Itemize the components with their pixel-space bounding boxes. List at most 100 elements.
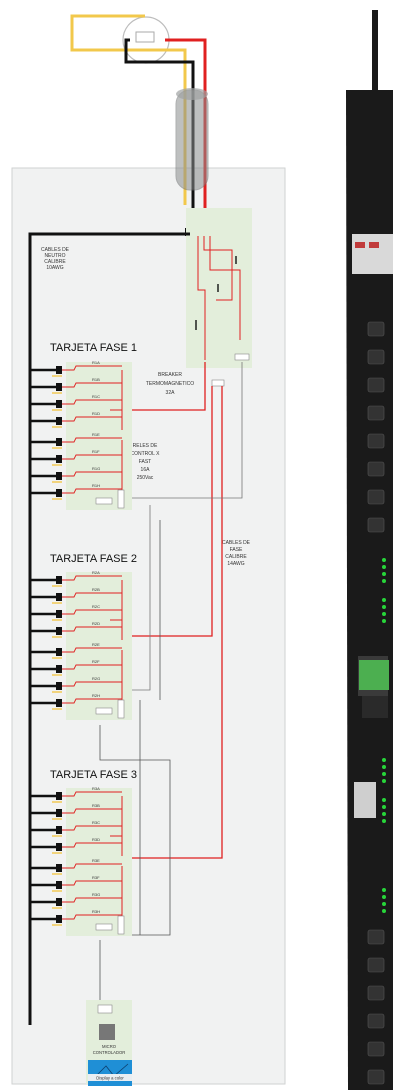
pdu-outlet bbox=[367, 377, 385, 393]
pdu-outlet bbox=[367, 957, 385, 973]
relay-label: R1E bbox=[92, 432, 100, 437]
display-label: Display a color bbox=[96, 1076, 124, 1081]
pdu-outlet bbox=[367, 1041, 385, 1057]
svg-text:CONTROLADOR: CONTROLADOR bbox=[93, 1050, 126, 1055]
pdu-outlet bbox=[367, 321, 385, 337]
relays-label: RELES DE CONTROL X FAST 16A 250Vac bbox=[131, 443, 161, 481]
svg-text:FASE: FASE bbox=[230, 547, 243, 553]
relay-row: R1B bbox=[30, 377, 122, 394]
color-display bbox=[88, 1060, 132, 1086]
pdu-outlet bbox=[367, 433, 385, 449]
relay-label: R2G bbox=[92, 676, 100, 681]
relay-row: R2D bbox=[30, 621, 122, 638]
relay-label: R2E bbox=[92, 642, 100, 647]
pdu-led bbox=[382, 565, 386, 569]
relay-label: R3G bbox=[92, 892, 100, 897]
pdu-led bbox=[382, 758, 386, 762]
pdu-outlet bbox=[367, 405, 385, 421]
pdu-outlet bbox=[367, 1069, 385, 1085]
pdu-led bbox=[382, 909, 386, 913]
relay-row: R1H bbox=[30, 483, 122, 500]
pdu-led bbox=[382, 572, 386, 576]
svg-text:TERMOMAGNETICO: TERMOMAGNETICO bbox=[146, 381, 194, 387]
svg-text:FAST: FAST bbox=[139, 459, 152, 465]
svg-text:CONTROL X: CONTROL X bbox=[131, 451, 161, 457]
pdu-led bbox=[382, 765, 386, 769]
neutral-cable-label: CABLES DE NEUTRO CALIBRE 10AWG bbox=[41, 247, 70, 271]
relay-label: R2C bbox=[92, 604, 100, 609]
microcontroller-chip bbox=[99, 1024, 115, 1040]
pdu-led bbox=[382, 812, 386, 816]
relay-row: R3B bbox=[30, 803, 122, 820]
pdu-led bbox=[382, 558, 386, 562]
relay-row: R1G bbox=[30, 466, 122, 483]
relay-label: R1G bbox=[92, 466, 100, 471]
card-title: TARJETA FASE 2 bbox=[50, 553, 137, 565]
relay-label: R3E bbox=[92, 858, 100, 863]
phase2-feed bbox=[110, 386, 213, 637]
relay-row: R1C bbox=[30, 394, 122, 411]
pdu-led bbox=[382, 798, 386, 802]
svg-text:CABLES DE: CABLES DE bbox=[41, 247, 70, 253]
relay-label: R3F bbox=[92, 875, 100, 880]
pdu-led bbox=[382, 902, 386, 906]
svg-text:RELES DE: RELES DE bbox=[133, 443, 158, 449]
microcontroller-board: MICRO CONTROLADOR Display a color bbox=[86, 1000, 132, 1086]
svg-text:14AWG: 14AWG bbox=[227, 561, 244, 567]
relay-label: R1H bbox=[92, 483, 100, 488]
relay-row: R2C bbox=[30, 604, 122, 621]
pdu-photo bbox=[346, 10, 393, 1090]
svg-text:CABLES DE: CABLES DE bbox=[222, 540, 251, 546]
relay-row: R2E bbox=[30, 642, 122, 659]
relay-row: R3A bbox=[30, 786, 122, 803]
svg-text:CALIBRE: CALIBRE bbox=[44, 259, 66, 265]
relay-row: R1E bbox=[30, 432, 122, 449]
pdu-outlet bbox=[367, 1013, 385, 1029]
relay-label: R1D bbox=[92, 411, 100, 416]
relay-label: R2A bbox=[92, 570, 100, 575]
phase3-feed bbox=[110, 386, 223, 859]
neutral-bus bbox=[28, 232, 190, 1025]
pdu-outlet bbox=[367, 985, 385, 1001]
svg-text:10AWG: 10AWG bbox=[46, 265, 63, 271]
pdu-led bbox=[382, 598, 386, 602]
card-title: TARJETA FASE 3 bbox=[50, 769, 137, 781]
relay-label: R1F bbox=[92, 449, 100, 454]
relay-row: R3G bbox=[30, 892, 122, 909]
relay-row: R1A bbox=[30, 360, 122, 377]
svg-text:CALIBRE: CALIBRE bbox=[225, 554, 247, 560]
breaker-label: BREAKER TERMOMAGNETICO 32A bbox=[146, 372, 194, 396]
svg-text:16A: 16A bbox=[141, 467, 151, 473]
pdu-led bbox=[382, 895, 386, 899]
pdu-led bbox=[382, 779, 386, 783]
relay-label: R1C bbox=[92, 394, 100, 399]
phase1-feed bbox=[110, 362, 206, 411]
pdu-led bbox=[382, 619, 386, 623]
relay-label: R3B bbox=[92, 803, 100, 808]
svg-text:NEUTRO: NEUTRO bbox=[44, 253, 65, 259]
relay-label: R1B bbox=[92, 377, 100, 382]
relay-label: R3A bbox=[92, 786, 100, 791]
relay-row: R1D bbox=[30, 411, 122, 428]
pdu-led bbox=[382, 772, 386, 776]
svg-text:250Vac: 250Vac bbox=[137, 475, 154, 481]
relay-row: R3H bbox=[30, 909, 122, 926]
cable-sleeve bbox=[175, 89, 209, 191]
relay-row: R2A bbox=[30, 570, 122, 587]
pdu-outlet bbox=[367, 929, 385, 945]
relay-row: R3E bbox=[30, 858, 122, 875]
relay-row: R2H bbox=[30, 693, 122, 710]
relay-label: R2D bbox=[92, 621, 100, 626]
relay-row: R2F bbox=[30, 659, 122, 676]
svg-text:BREAKER: BREAKER bbox=[158, 372, 182, 378]
relay-label: R3H bbox=[92, 909, 100, 914]
pdu-led bbox=[382, 605, 386, 609]
pdu-led bbox=[382, 612, 386, 616]
pdu-led bbox=[382, 819, 386, 823]
svg-text:32A: 32A bbox=[166, 390, 176, 396]
relay-row: R2G bbox=[30, 676, 122, 693]
